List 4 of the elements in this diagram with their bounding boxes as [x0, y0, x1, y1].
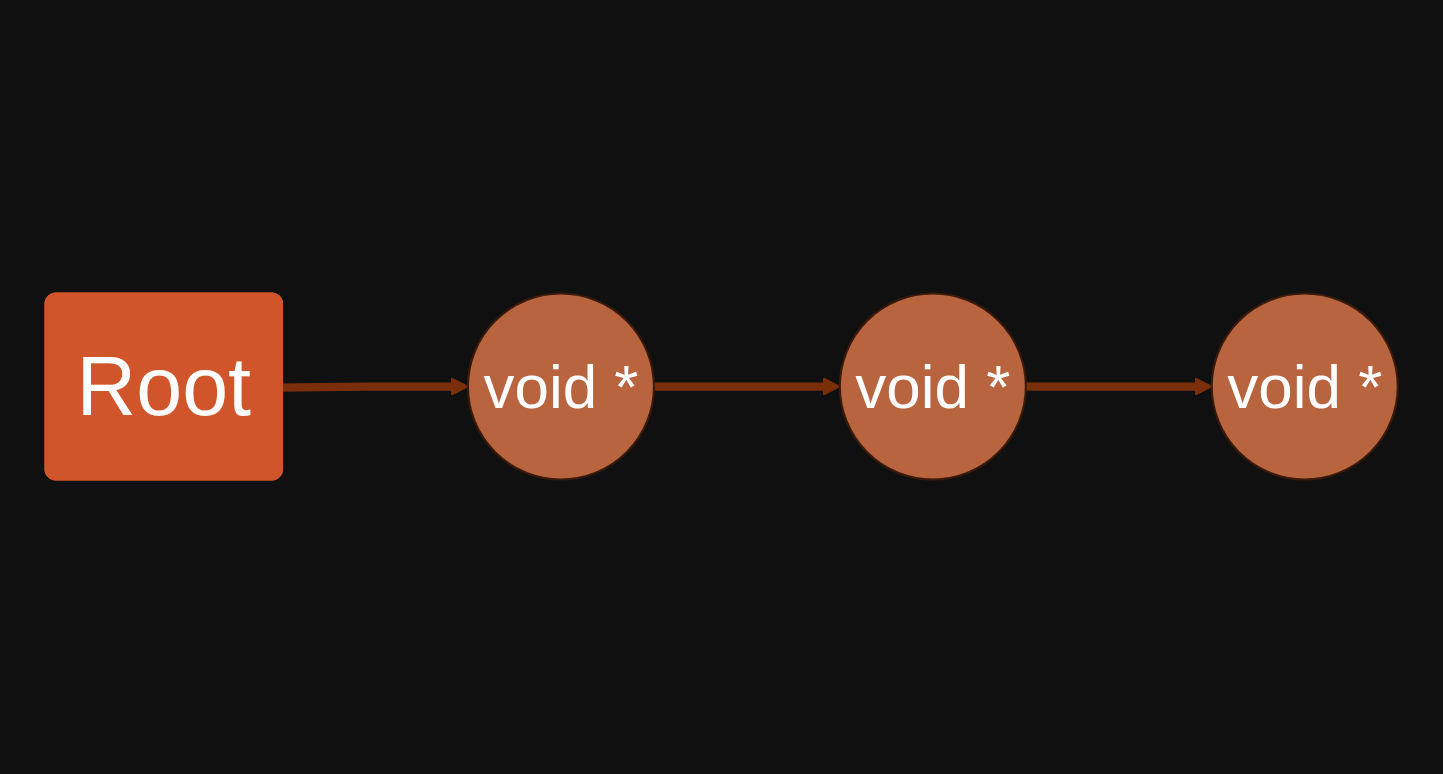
- node-circle: void *: [838, 292, 1027, 482]
- arrow: [282, 377, 469, 397]
- node-circle: void *: [1210, 292, 1399, 482]
- node-circle: void *: [466, 292, 655, 482]
